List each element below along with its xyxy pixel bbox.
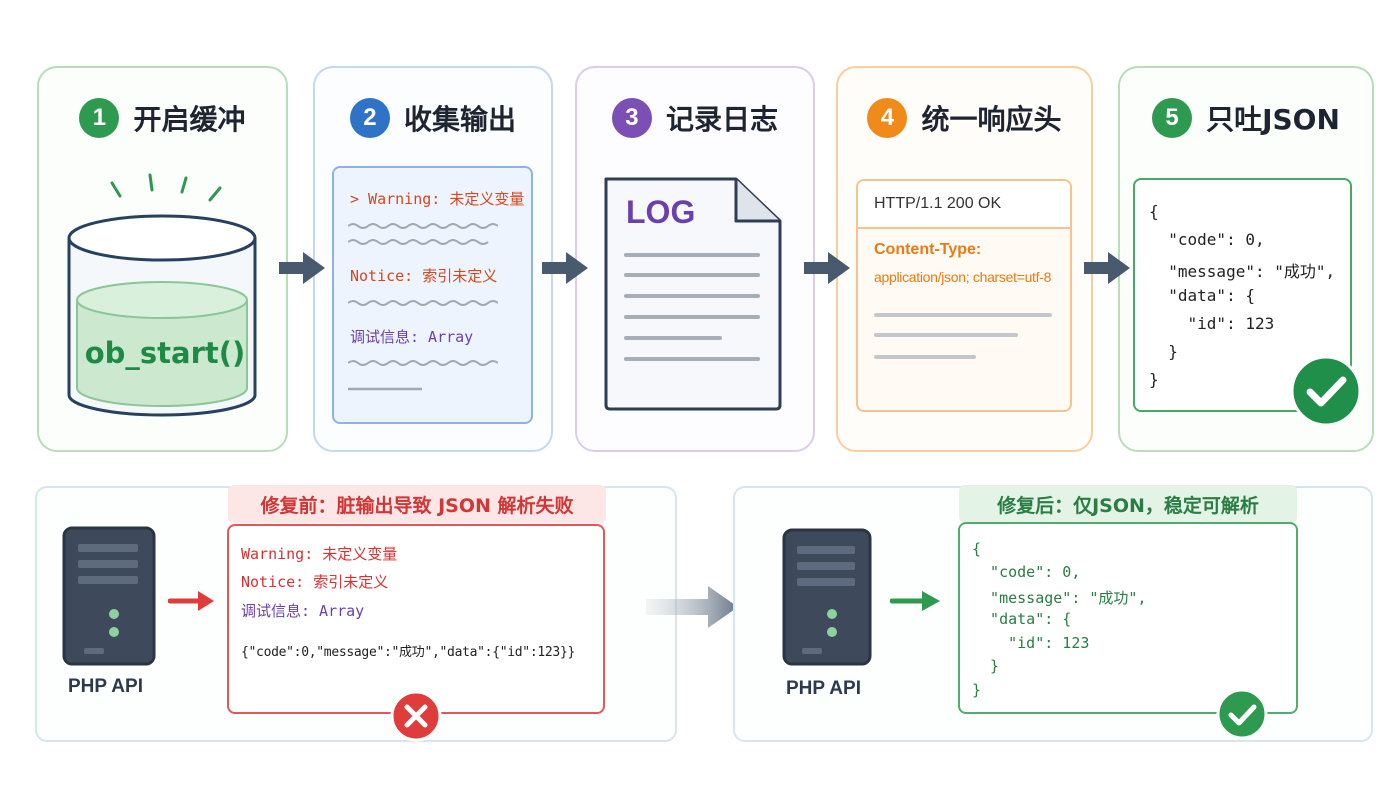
json-line: }: [1149, 342, 1178, 361]
step-4-number: 4: [867, 98, 908, 138]
step-2-header: 2 收集输出: [315, 98, 551, 138]
step-3-title: 记录日志: [665, 103, 778, 136]
buffer-label: ob_start(): [84, 336, 246, 370]
step-2-number: 2: [349, 98, 390, 138]
json-line: "code": 0,: [972, 563, 1081, 581]
json-line: "message": "成功",: [972, 589, 1147, 607]
arrow-right-red-icon: [168, 591, 214, 611]
debug-line: 调试信息: Array: [350, 328, 474, 346]
step-1-title: 开启缓冲: [133, 103, 246, 136]
json-line: "message": "成功",: [1149, 262, 1336, 281]
error-x-icon: [390, 690, 442, 742]
check-icon: [1216, 688, 1268, 740]
server-icon: [782, 528, 872, 666]
step-4-title: 统一响应头: [921, 103, 1062, 136]
step-3-number: 3: [611, 98, 652, 138]
step-1-header: 1 开启缓冲: [39, 98, 286, 138]
before-tag: 修复前：脏输出导致 JSON 解析失败: [228, 485, 606, 523]
content-type-value: application/json; charset=utf-8: [874, 269, 1052, 285]
arrow-right-icon: [279, 252, 325, 284]
output-buffer-paper: > Warning: 未定义变量 Notice: 索引未定义 调试信息: Arr…: [332, 166, 533, 424]
status-line: HTTP/1.1 200 OK: [858, 181, 1070, 229]
php-api-label: PHP API: [786, 678, 861, 699]
json-line: }: [972, 657, 1000, 675]
arrow-right-green-icon: [890, 591, 940, 611]
step-5-title: 只吐JSON: [1206, 103, 1340, 136]
transition-arrow-icon: [646, 586, 738, 628]
json-line: "code": 0,: [1149, 230, 1265, 249]
json-line: "id": 123: [1149, 314, 1275, 333]
json-line: "id": 123: [972, 634, 1090, 652]
content-type-name: Content-Type:: [874, 241, 982, 258]
notice-line: Notice: 索引未定义: [241, 573, 389, 591]
arrow-right-icon: [804, 252, 850, 284]
step-4-header: 4 统一响应头: [838, 98, 1091, 138]
wavy-line-icon: [348, 360, 498, 391]
response-header-box: HTTP/1.1 200 OK Content-Type: applicatio…: [856, 179, 1072, 412]
json-line: "data": {: [1149, 286, 1255, 305]
dirty-output-box: Warning: 未定义变量 Notice: 索引未定义 调试信息: Array…: [227, 524, 605, 714]
step-3-header: 3 记录日志: [577, 98, 813, 138]
php-api-label: PHP API: [68, 676, 143, 697]
notice-line: Notice: 索引未定义: [350, 267, 498, 285]
step-2-title: 收集输出: [403, 103, 516, 136]
json-line: }: [972, 681, 982, 699]
step-1-number: 1: [79, 98, 120, 138]
warning-line: Warning: 未定义变量: [241, 545, 398, 563]
raw-json-line: {"code":0,"message":"成功","data":{"id":12…: [241, 645, 575, 660]
json-line: {: [1149, 202, 1159, 221]
after-tag: 修复后：仅JSON，稳定可解析: [959, 485, 1297, 523]
step-5-header: 5 只吐JSON: [1120, 98, 1372, 138]
clean-output-box: { "code": 0, "message": "成功", "data": { …: [958, 522, 1298, 714]
json-line: }: [1149, 370, 1159, 389]
warning-line: > Warning: 未定义变量: [350, 190, 525, 208]
log-document-icon: [604, 177, 782, 411]
json-line: {: [972, 540, 982, 558]
check-icon: [1290, 355, 1362, 427]
wavy-line-icon: [348, 223, 498, 245]
server-icon: [62, 526, 156, 666]
arrow-right-icon: [1084, 252, 1130, 284]
json-line: "data": {: [972, 610, 1072, 628]
buffer-cylinder-icon: [67, 173, 257, 417]
log-label: LOG: [626, 194, 696, 230]
header-lines-icon: [874, 313, 1052, 359]
step-5-number: 5: [1152, 98, 1193, 138]
debug-line: 调试信息: Array: [241, 602, 365, 620]
arrow-right-icon: [542, 252, 588, 284]
wavy-line-icon: [348, 300, 498, 306]
